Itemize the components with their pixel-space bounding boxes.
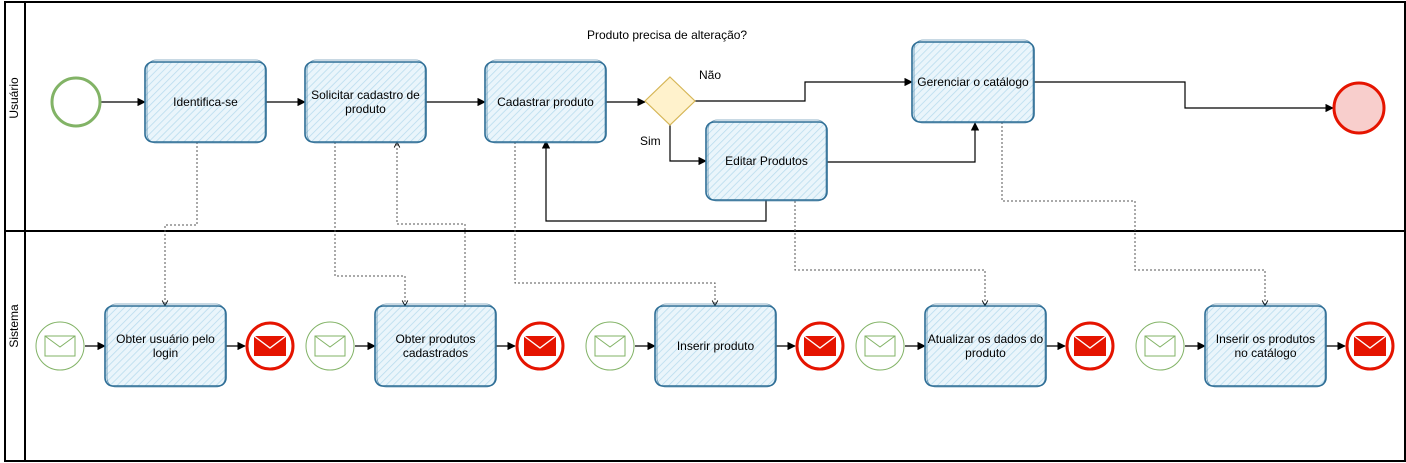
tasks (104, 41, 1327, 387)
task-identifica-label: Identifica-se (173, 95, 238, 109)
lane-usuario-title: Usuário (7, 77, 21, 119)
task-obter-produtos-label: Obter produtos cadastrados (395, 332, 476, 360)
flow-gateway-nao (695, 77, 913, 102)
flow-gateway-sim (669, 125, 707, 166)
assoc-gerenciar-to-inserir-catalogo (1001, 122, 1265, 306)
flow-editar-to-cadastrar (541, 140, 767, 222)
task-obter-usuario (104, 305, 227, 387)
message-end-event (795, 321, 845, 371)
message-end-event (1065, 321, 1115, 371)
assoc-solicitar-to-obter-produtos (334, 142, 405, 306)
message-start-event (35, 321, 85, 371)
task-gerenciar (911, 41, 1035, 123)
end-event (1332, 81, 1386, 135)
task-solicitar (304, 61, 427, 143)
task-atualizar (924, 305, 1047, 387)
task-cadastrar (484, 61, 607, 143)
task-solicitar-label: Solicitar cadastro de produto (311, 88, 420, 116)
message-end-event (515, 321, 565, 371)
message-start-events (35, 321, 1185, 371)
message-start-event (1135, 321, 1185, 371)
envelope-icon (1074, 336, 1106, 356)
task-gerenciar-label: Gerenciar o catálogo (917, 75, 1029, 89)
branch-nao-label: Não (699, 68, 722, 82)
message-end-events (245, 321, 1395, 371)
pool (4, 1, 1406, 462)
assoc-cadastrar-to-inserir-produto (514, 142, 715, 306)
task-inserir-produto-label: Inserir produto (676, 339, 755, 353)
task-obter-usuario-label: Obter usuário pelo login (116, 332, 215, 360)
envelope-icon (524, 336, 556, 356)
lane-sistema-title: Sistema (7, 304, 21, 348)
flow-editar-to-gerenciar (827, 122, 980, 163)
message-end-event (1345, 321, 1395, 371)
envelope-icon (254, 336, 286, 356)
task-inserir-catalogo-label: Inserir os produtos no catálogo (1215, 332, 1316, 360)
assoc-identifica-to-obter-usuario (165, 142, 198, 306)
task-editar-label: Editar Produtos (725, 154, 808, 168)
task-obter-produtos (374, 305, 497, 387)
branch-sim-label: Sim (640, 134, 661, 148)
task-atualizar-label: Atualizar os dados do produto (927, 332, 1044, 360)
association-flows (165, 122, 1265, 306)
message-end-event (245, 321, 295, 371)
message-start-event (855, 321, 905, 371)
assoc-obter-produtos-to-solicitar (397, 142, 466, 306)
task-inserir-produto (654, 305, 777, 387)
task-cadastrar-label: Cadastrar produto (497, 95, 594, 109)
envelope-icon (804, 336, 836, 356)
task-inserir-catalogo (1204, 305, 1327, 387)
assoc-editar-to-atualizar (794, 201, 985, 306)
gateway-question: Produto precisa de alteração? (587, 28, 748, 42)
start-event (50, 76, 102, 128)
sequence-flows (85, 77, 1346, 351)
message-start-event (305, 321, 355, 371)
task-identifica (144, 61, 267, 143)
flow-gerenciar-to-end (1034, 81, 1334, 113)
envelope-icon (1354, 336, 1386, 356)
message-start-event (585, 321, 635, 371)
task-editar (705, 121, 828, 201)
exclusive-gateway (644, 76, 696, 126)
